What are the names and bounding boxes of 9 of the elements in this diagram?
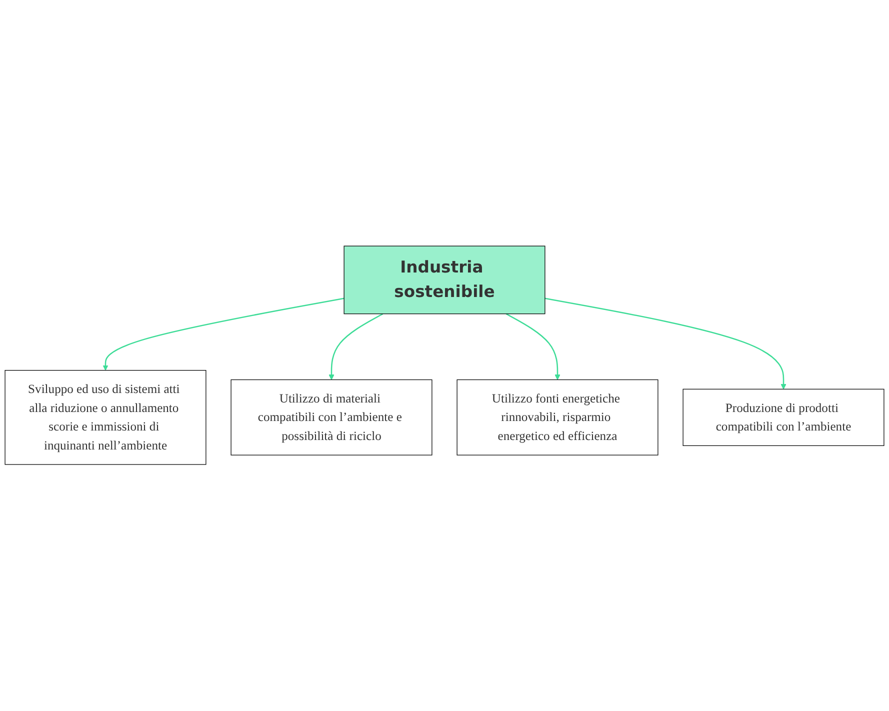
node-box: Sviluppo ed uso di sistemi atti alla riduzione o annullamento scorie e immissioni di inquinanti nell’ambiente [4, 370, 206, 466]
arrow [102, 298, 344, 371]
arrow [506, 314, 560, 380]
node-box: Produzione di prodotti compatibili con l’ambiente [682, 389, 884, 446]
node-box: Utilizzo fonti energetiche rinnovabili, risparmio energetico ed efficienza [456, 380, 658, 456]
node-box: Industria sostenibile [344, 246, 546, 314]
arrow [544, 298, 786, 390]
node-box: Utilizzo di materiali compatibili con l’ambiente e possibilità di riciclo [230, 380, 432, 456]
arrow [328, 314, 384, 380]
